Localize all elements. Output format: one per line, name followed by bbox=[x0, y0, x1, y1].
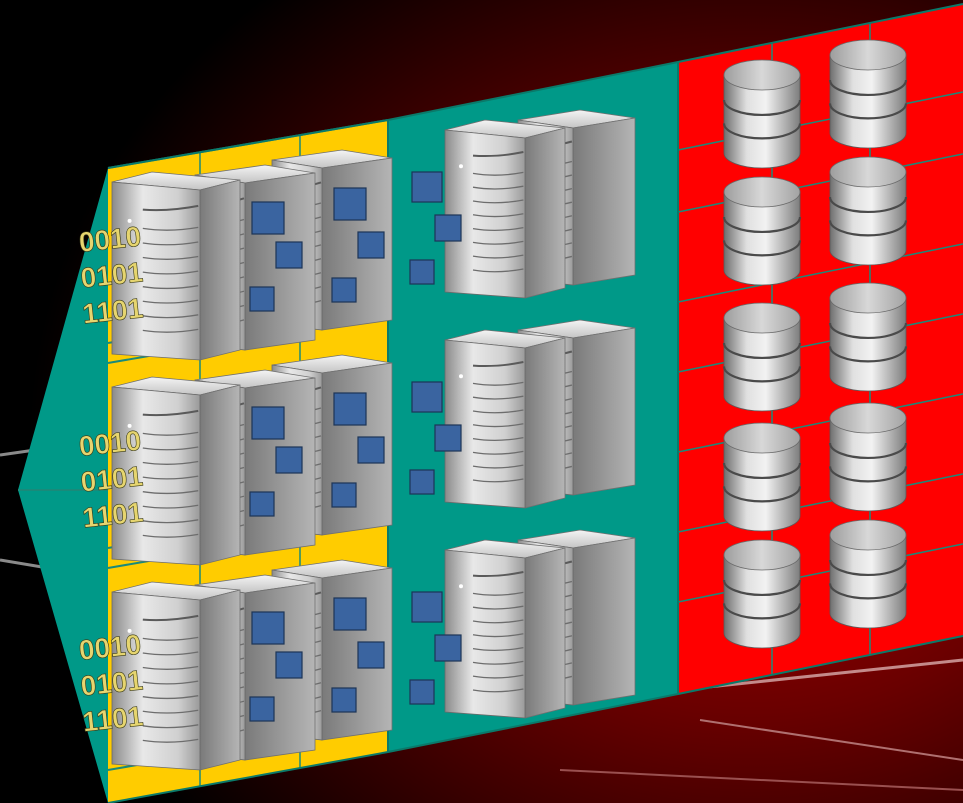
client-server-front bbox=[111, 581, 241, 771]
database-cylinder-icon bbox=[828, 519, 908, 629]
app-server-front bbox=[444, 329, 566, 509]
client-server-group bbox=[111, 149, 393, 771]
app-server-front bbox=[444, 119, 566, 299]
memory-chip-icon bbox=[409, 469, 435, 495]
binary-code-line: 1101 bbox=[81, 496, 145, 533]
database-cylinder-icon bbox=[828, 39, 908, 149]
memory-chip-icon bbox=[333, 597, 367, 631]
binary-code-line: 1101 bbox=[81, 292, 145, 329]
client-server-front bbox=[111, 171, 241, 361]
database-cylinder-icon bbox=[722, 539, 802, 649]
memory-chip-icon bbox=[331, 277, 357, 303]
memory-chip-icon bbox=[251, 201, 285, 235]
binary-code-line: 0010 bbox=[77, 221, 142, 258]
binary-code-line: 0010 bbox=[77, 629, 142, 666]
memory-chip-icon bbox=[249, 491, 275, 517]
memory-chip-icon bbox=[249, 286, 275, 312]
memory-chip-icon bbox=[333, 392, 367, 426]
database-cylinder-icon bbox=[828, 282, 908, 392]
memory-chip-icon bbox=[251, 611, 285, 645]
database-cylinder-icon bbox=[722, 59, 802, 169]
memory-chip-icon bbox=[275, 446, 303, 474]
memory-chip-icon bbox=[411, 381, 443, 413]
memory-chip-icon bbox=[434, 634, 462, 662]
binary-code-line: 0101 bbox=[79, 256, 144, 293]
database-group bbox=[722, 39, 908, 649]
memory-chip-icon bbox=[434, 424, 462, 452]
client-server-front bbox=[111, 376, 241, 566]
memory-chip-icon bbox=[357, 231, 385, 259]
memory-chip-icon bbox=[333, 187, 367, 221]
memory-chip-icon bbox=[409, 259, 435, 285]
memory-chip-icon bbox=[409, 679, 435, 705]
database-cylinder-icon bbox=[828, 156, 908, 266]
application-server-group bbox=[409, 109, 636, 719]
left-cone-panel bbox=[18, 168, 108, 803]
binary-code-line: 0101 bbox=[79, 460, 144, 497]
database-cylinder-icon bbox=[722, 302, 802, 412]
memory-chip-icon bbox=[275, 651, 303, 679]
binary-code-line: 1101 bbox=[81, 700, 145, 737]
database-cylinder-icon bbox=[722, 422, 802, 532]
app-server-front bbox=[444, 539, 566, 719]
database-cylinder-icon bbox=[828, 402, 908, 512]
database-cylinder-icon bbox=[722, 176, 802, 286]
memory-chip-icon bbox=[251, 406, 285, 440]
memory-chip-icon bbox=[357, 436, 385, 464]
memory-chip-icon bbox=[411, 591, 443, 623]
memory-chip-icon bbox=[331, 482, 357, 508]
binary-code-line: 0101 bbox=[79, 664, 144, 701]
data-tier-panel bbox=[678, 4, 963, 694]
memory-chip-icon bbox=[434, 214, 462, 242]
memory-chip-icon bbox=[249, 696, 275, 722]
memory-chip-icon bbox=[357, 641, 385, 669]
memory-chip-icon bbox=[275, 241, 303, 269]
memory-chip-icon bbox=[331, 687, 357, 713]
binary-code-line: 0010 bbox=[77, 425, 142, 462]
memory-chip-icon bbox=[411, 171, 443, 203]
